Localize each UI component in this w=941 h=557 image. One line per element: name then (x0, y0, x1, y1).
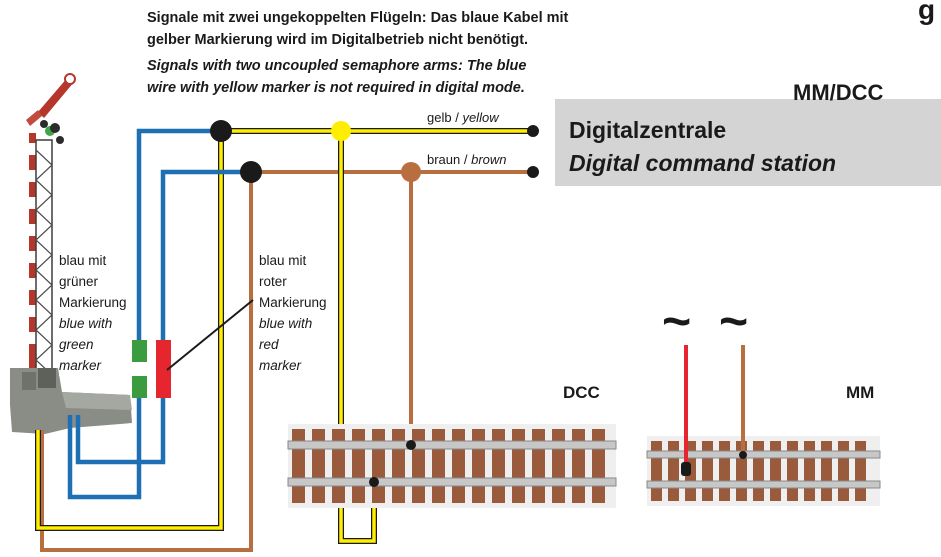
mm-track (646, 345, 881, 506)
track-tie (736, 441, 747, 501)
red-label-line: Markierung (259, 295, 327, 310)
track-tie (592, 429, 605, 503)
green-label-line: grüner (59, 274, 99, 289)
red-label-line: marker (259, 358, 302, 373)
track-tie (572, 429, 585, 503)
green-marker-label: blau mit grüner Markierung blue with gre… (59, 250, 127, 376)
track-tie (312, 429, 325, 503)
wire-label-yellow-de: gelb (427, 110, 452, 125)
track-tie (719, 441, 730, 501)
track-tie (821, 441, 832, 501)
wire-label-yellow-sep: / (455, 110, 459, 125)
green-label-line: blue with (59, 316, 113, 331)
semaphore-signal (10, 73, 132, 434)
green-label-line: marker (59, 358, 102, 373)
track-tie (787, 441, 798, 501)
track-tie (332, 429, 345, 503)
wire-label-yellow-en: yellow (462, 110, 499, 125)
track-tie (668, 441, 679, 501)
header-line-en-1: Signals with two uncoupled semaphore arm… (147, 58, 527, 74)
track-tie (838, 441, 849, 501)
track-tie (412, 429, 425, 503)
red-marker (156, 340, 171, 398)
track-tie (432, 429, 445, 503)
track-tie (804, 441, 815, 501)
track-tie (292, 429, 305, 503)
track-tie (452, 429, 465, 503)
mm-label: MM (846, 383, 875, 402)
dcc-track (287, 424, 617, 508)
track-tie (352, 429, 365, 503)
track-tie (492, 429, 505, 503)
wire-label-brown-sep: / (463, 152, 468, 167)
ac-tilde-icon: ~ (662, 293, 692, 349)
track-tie (770, 441, 781, 501)
track-tie (532, 429, 545, 503)
track-tie (472, 429, 485, 503)
dcc-label: DCC (563, 383, 600, 402)
red-label-line: roter (259, 274, 287, 289)
green-label-line: Markierung (59, 295, 127, 310)
station-title-de: Digitalzentrale (569, 117, 727, 143)
command-station-box (555, 99, 941, 186)
header-line-de-1: Signale mit zwei ungekoppelten Flügeln: … (147, 10, 569, 26)
wire-label-brown-en: brown (471, 152, 507, 167)
track-tie (753, 441, 764, 501)
ac-tilde-icon: ~ (719, 293, 749, 349)
red-marker-label: blau mit roter Markierung blue with red … (259, 250, 327, 376)
track-tie (855, 441, 866, 501)
header-line-en-2: wire with yellow marker is not required … (147, 80, 525, 96)
track-tie (702, 441, 713, 501)
protocol-label: MM/DCC (793, 80, 884, 105)
track-tie (651, 441, 662, 501)
red-label-line: blue with (259, 316, 313, 331)
red-label-line: blau mit (259, 253, 307, 268)
track-tie (552, 429, 565, 503)
header-line-de-2: gelber Markierung wird im Digitalbetrieb… (147, 32, 529, 48)
station-title-en: Digital command station (569, 150, 837, 176)
red-label-line: red (259, 337, 279, 352)
wire-label-brown: braun / brown (427, 152, 507, 167)
green-label-line: green (59, 337, 94, 352)
wire-label-yellow: gelb / yellow (427, 110, 499, 125)
corner-fragment: g (918, 0, 936, 25)
track-tie (512, 429, 525, 503)
green-label-line: blau mit (59, 253, 107, 268)
track-tie (372, 429, 385, 503)
wire-label-brown-de: braun (427, 152, 461, 167)
track-tie (392, 429, 405, 503)
